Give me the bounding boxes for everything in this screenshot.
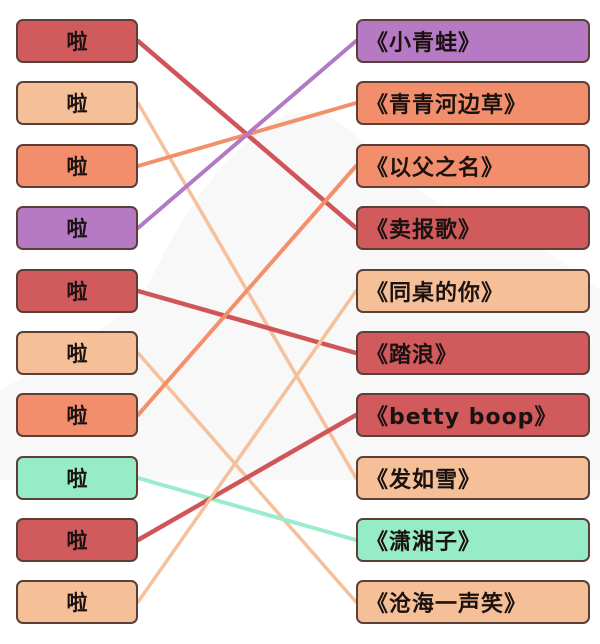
connection-line	[136, 289, 358, 604]
left-item-3[interactable]: 啦	[16, 144, 138, 188]
left-item-6[interactable]: 啦	[16, 331, 138, 375]
right-item-label: 《潇湘子》	[366, 530, 482, 555]
right-item-4[interactable]: 《卖报歌》	[356, 206, 590, 250]
right-item-10[interactable]: 《沧海一声笑》	[356, 580, 590, 624]
right-item-label: 《沧海一声笑》	[366, 592, 528, 617]
connection-line	[136, 39, 358, 230]
right-item-8[interactable]: 《发如雪》	[356, 456, 590, 500]
left-item-5[interactable]: 啦	[16, 269, 138, 313]
left-item-2[interactable]: 啦	[16, 81, 138, 125]
right-item-label: 《betty boop》	[366, 405, 558, 430]
left-item-10[interactable]: 啦	[16, 580, 138, 624]
left-item-4[interactable]: 啦	[16, 206, 138, 250]
connection-line	[136, 164, 358, 417]
right-item-6[interactable]: 《踏浪》	[356, 331, 590, 375]
right-item-label: 《发如雪》	[366, 468, 482, 493]
left-item-7[interactable]: 啦	[16, 393, 138, 437]
right-item-9[interactable]: 《潇湘子》	[356, 518, 590, 562]
left-item-9[interactable]: 啦	[16, 518, 138, 562]
left-item-label: 啦	[66, 30, 88, 54]
right-item-label: 《小青蛙》	[366, 31, 482, 56]
left-item-label: 啦	[66, 155, 88, 179]
right-item-5[interactable]: 《同桌的你》	[356, 269, 590, 313]
left-item-label: 啦	[66, 529, 88, 553]
right-item-label: 《同桌的你》	[366, 281, 505, 306]
left-item-label: 啦	[66, 342, 88, 366]
right-item-label: 《青青河边草》	[366, 93, 528, 118]
left-item-label: 啦	[66, 467, 88, 491]
right-item-3[interactable]: 《以父之名》	[356, 144, 590, 188]
right-item-1[interactable]: 《小青蛙》	[356, 19, 590, 63]
right-item-7[interactable]: 《betty boop》	[356, 393, 590, 437]
connection-line	[135, 412, 359, 543]
connection-line	[136, 476, 358, 542]
right-item-label: 《卖报歌》	[366, 218, 482, 243]
left-item-label: 啦	[66, 217, 88, 241]
left-item-label: 啦	[66, 404, 88, 428]
left-item-label: 啦	[66, 591, 88, 615]
right-item-label: 《以父之名》	[366, 156, 505, 181]
connection-line	[135, 288, 359, 356]
left-item-1[interactable]: 啦	[16, 19, 138, 63]
right-item-2[interactable]: 《青青河边草》	[356, 81, 590, 125]
right-item-label: 《踏浪》	[366, 343, 459, 368]
left-item-8[interactable]: 啦	[16, 456, 138, 500]
left-item-label: 啦	[66, 92, 88, 116]
left-item-label: 啦	[66, 280, 88, 304]
